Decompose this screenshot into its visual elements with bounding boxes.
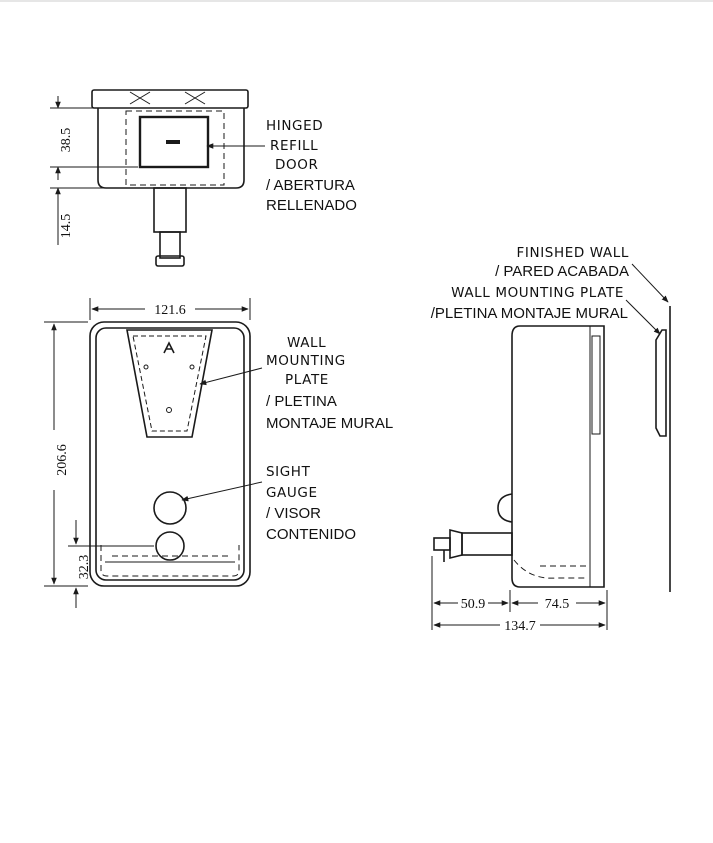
label-refill: REFILL [270, 138, 318, 154]
mounting-plate [126, 329, 213, 438]
mounting-hole-2 [189, 364, 195, 370]
label-pared-acabada: / PARED ACABADA [495, 263, 629, 280]
label-visor: / VISOR [266, 505, 321, 522]
top-view-hidden-outline [125, 110, 225, 186]
front-view-inner [95, 327, 245, 581]
top-view-body [97, 108, 245, 189]
side-view-spout-body [461, 532, 513, 556]
label-wall: WALL [287, 335, 326, 351]
top-view-hinge-marks [129, 91, 206, 105]
dim-14-5: 14.5 [59, 214, 74, 239]
side-plate-leader [625, 299, 661, 335]
label-montaje-mural: MONTAJE MURAL [266, 415, 393, 432]
label-plate: PLATE [285, 372, 329, 388]
label-hinged: HINGED [266, 118, 323, 134]
side-view-hidden-curve [513, 559, 588, 579]
label-mounting: MOUNTING [266, 353, 346, 369]
dim-121-6: 121.6 [154, 303, 186, 318]
dim-74-5: 74.5 [545, 597, 570, 612]
dim-32-3: 32.3 [77, 555, 92, 580]
label-gauge: GAUGE [266, 485, 318, 501]
top-view-spout-tip [155, 255, 185, 267]
label-rellenado: RELLENADO [266, 197, 357, 214]
dim-206-6: 206.6 [55, 444, 70, 476]
refill-door [138, 115, 210, 169]
mounting-plate-inner [132, 335, 207, 432]
top-view: 38.5 14.5 [50, 89, 265, 267]
label-abertura: / ABERTURA [266, 177, 355, 194]
front-view: 121.6 206.6 32.3 [44, 298, 263, 608]
label-side-wall-mounting-plate: WALL MOUNTING PLATE [451, 285, 624, 301]
side-view-plate-slot [591, 335, 601, 435]
finished-wall-leader [631, 263, 669, 303]
side-view: 50.9 74.5 134.7 [431, 263, 671, 634]
front-push-button [155, 531, 185, 561]
mounting-plate-keyhole [163, 341, 175, 354]
sight-gauge [153, 491, 187, 525]
dim-38-5: 38.5 [59, 128, 74, 153]
label-finished-wall: FINISHED WALL [517, 245, 629, 261]
front-view-outer [89, 321, 251, 587]
sight-gauge-leader [181, 481, 263, 502]
top-view-spout-stem [153, 187, 187, 233]
side-view-body [511, 325, 605, 588]
label-door: DOOR [275, 157, 318, 173]
side-view-spout-collar [449, 528, 463, 560]
side-wall-plate [655, 329, 667, 437]
mounting-hole-3 [166, 407, 172, 413]
label-sight: SIGHT [266, 464, 311, 480]
top-view-lid [91, 89, 249, 109]
label-contenido: CONTENIDO [266, 526, 356, 543]
top-view-spout-neck [159, 231, 181, 259]
side-view-spout-nozzle [433, 537, 451, 551]
mounting-plate-leader [199, 367, 263, 386]
dim-134-7: 134.7 [504, 619, 536, 634]
refill-door-handle [166, 140, 180, 144]
mounting-hole-1 [143, 364, 149, 370]
label-side-pletina: /PLETINA MONTAJE MURAL [431, 305, 628, 322]
label-pletina: / PLETINA [266, 393, 337, 410]
top-border [0, 0, 713, 2]
side-view-gauge [497, 493, 513, 523]
dim-50-9: 50.9 [461, 597, 486, 612]
